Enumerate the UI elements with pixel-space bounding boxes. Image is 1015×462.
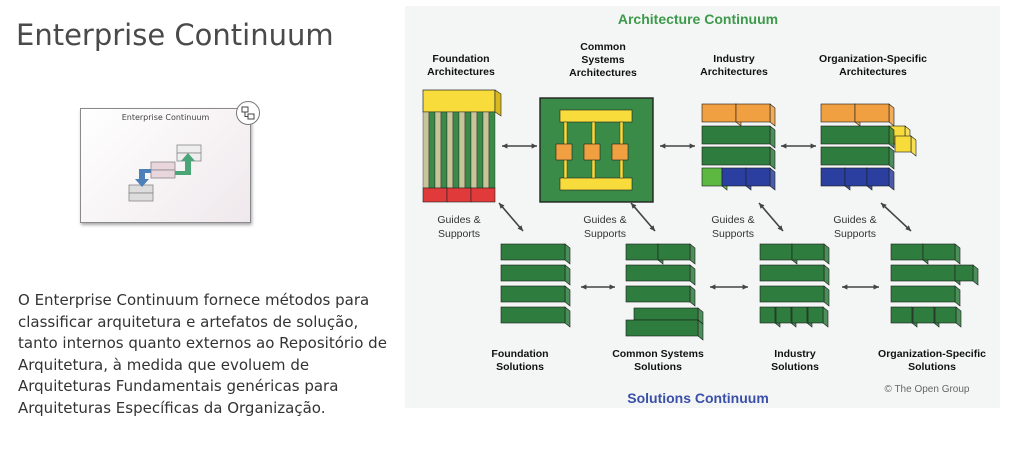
block: [820, 125, 895, 149]
solution-column-label: Solutions: [634, 361, 682, 373]
solution-column-label: Common Systems: [612, 348, 704, 360]
architecture-column-label: Organization-Specific: [819, 53, 927, 65]
supports-label: Supports: [834, 228, 876, 240]
architecture-column-label: Architectures: [427, 66, 495, 78]
foundation-architecture-graphic: [422, 89, 502, 203]
copyright-text: © The Open Group: [884, 384, 969, 395]
solution-arrow: [581, 284, 615, 290]
architecture-column-label: Architectures: [839, 66, 907, 78]
guides-arrow: [498, 202, 524, 232]
block: [625, 264, 696, 286]
guides-arrow: [630, 202, 656, 232]
block: [854, 103, 895, 127]
thumbnail-label: Enterprise Continuum: [121, 113, 210, 122]
block: [745, 167, 776, 191]
block: [625, 285, 696, 307]
block: [701, 125, 776, 149]
page-title: Enterprise Continuum: [16, 18, 334, 52]
enterprise-continuum-thumbnail[interactable]: Enterprise Continuum: [80, 101, 260, 223]
common-systems-architecture-graphic: [539, 97, 654, 203]
block: [820, 146, 895, 170]
block: [500, 306, 571, 328]
block: [759, 285, 830, 307]
guides-label: Guides &: [437, 214, 480, 226]
arch-arrow: [502, 143, 537, 149]
guides-label: Guides &: [833, 214, 876, 226]
block: [807, 306, 829, 328]
architecture-column-label: Architectures: [700, 66, 768, 78]
arch-arrow: [781, 143, 816, 149]
block: [890, 285, 961, 307]
solution-column-label: Foundation: [491, 348, 548, 360]
description-text: O Enterprise Continuum fornece métodos p…: [18, 291, 387, 417]
guides-arrow: [758, 202, 784, 232]
block: [954, 264, 979, 286]
orange-block: [735, 103, 776, 127]
block: [922, 243, 961, 265]
guides-arrow: [880, 202, 912, 232]
architecture-continuum-title: Architecture Continuum: [618, 11, 778, 27]
block: [625, 243, 664, 265]
solution-arrow: [710, 284, 748, 290]
architecture-column-label: Systems: [581, 54, 624, 66]
solution-column-label: Industry: [774, 348, 816, 360]
supports-label: Supports: [712, 228, 754, 240]
architecture-column-label: Foundation: [432, 53, 489, 65]
block: [894, 135, 917, 157]
solution-column-label: Solutions: [908, 361, 956, 373]
guides-label: Guides &: [583, 214, 626, 226]
architecture-column-label: Architectures: [569, 67, 637, 79]
solution-column-label: Solutions: [496, 361, 544, 373]
block: [890, 243, 929, 265]
block: [820, 103, 861, 127]
solution-arrow: [842, 284, 879, 290]
orange-block: [701, 103, 742, 127]
arch-arrow: [660, 143, 695, 149]
block: [500, 243, 571, 265]
diagram-link-icon[interactable]: [236, 101, 260, 125]
block: [890, 264, 961, 286]
block: [759, 243, 798, 265]
block: [866, 167, 895, 191]
block: [791, 243, 830, 265]
supports-label: Supports: [438, 228, 480, 240]
block: [500, 285, 571, 307]
evolution-icon: [128, 144, 202, 202]
architecture-column-label: Industry: [713, 53, 755, 65]
block: [759, 264, 830, 286]
guides-label: Guides &: [711, 214, 754, 226]
block: [701, 146, 776, 170]
architecture-column-label: Common: [580, 41, 626, 53]
block: [657, 243, 696, 265]
solution-column-label: Organization-Specific: [878, 348, 986, 360]
block: [500, 264, 571, 286]
industry-architecture-graphic: [701, 146, 776, 170]
block: [625, 319, 704, 341]
solution-column-label: Solutions: [771, 361, 819, 373]
block: [934, 306, 962, 328]
solutions-continuum-title: Solutions Continuum: [627, 390, 769, 406]
supports-label: Supports: [584, 228, 626, 240]
